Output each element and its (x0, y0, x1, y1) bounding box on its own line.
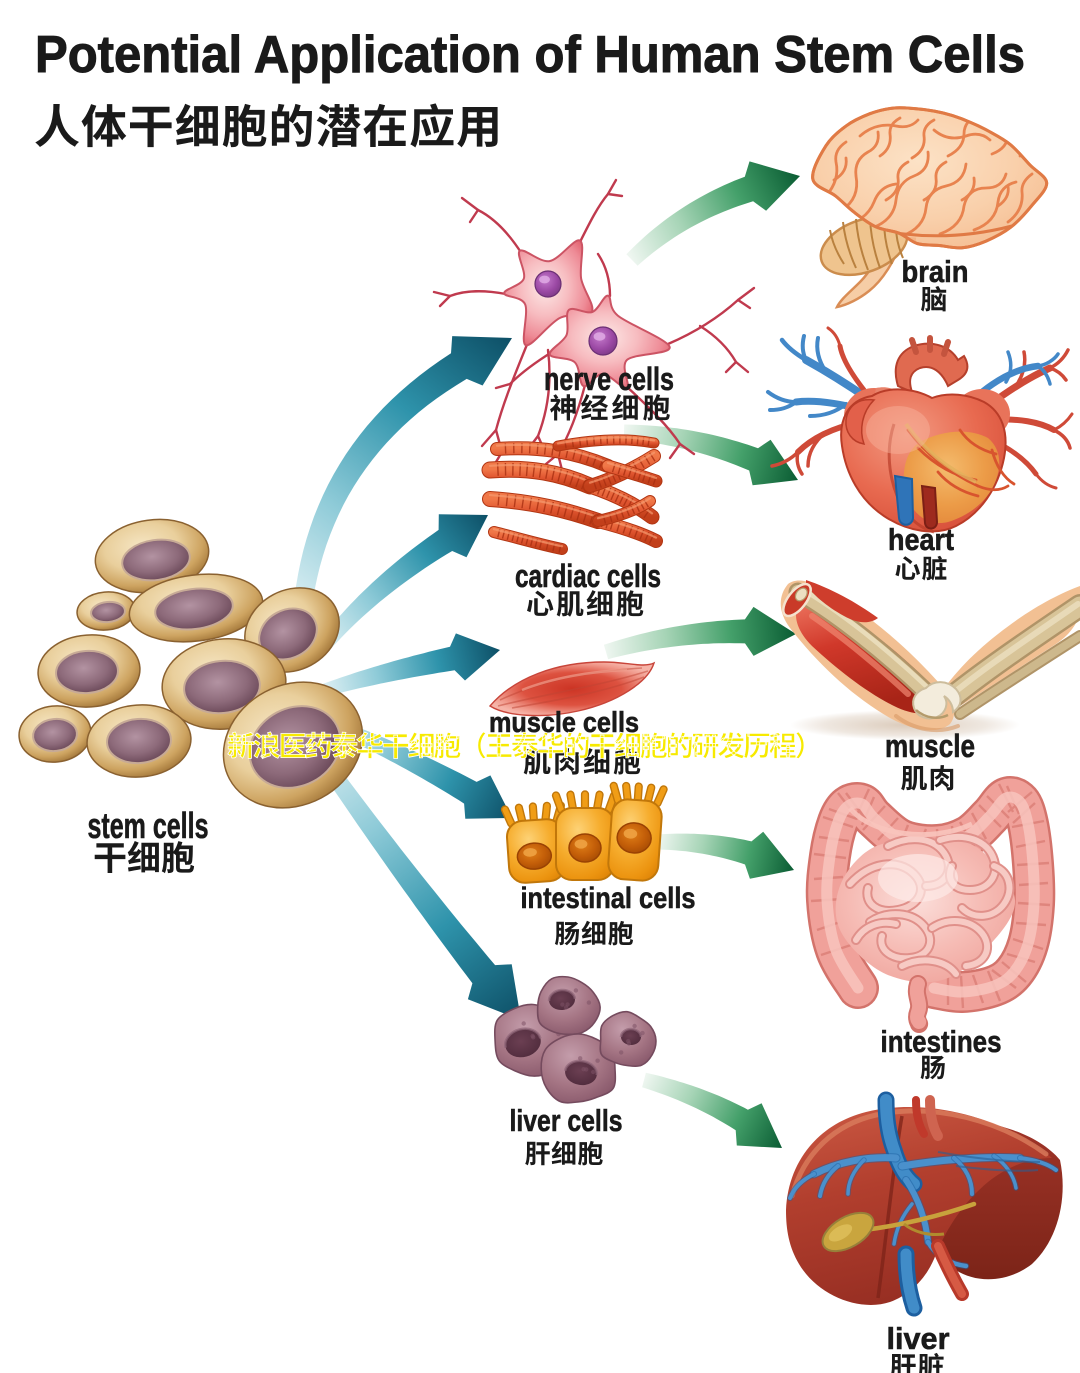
svg-text:muscle: muscle (885, 728, 975, 764)
svg-text:liver: liver (887, 1321, 950, 1356)
svg-text:intestinal cells: intestinal cells (521, 882, 696, 915)
svg-text:cardiac cells: cardiac cells (515, 558, 661, 594)
svg-text:stem cells: stem cells (88, 805, 209, 846)
svg-text:liver cells: liver cells (510, 1103, 623, 1138)
svg-text:brain: brain (902, 254, 969, 289)
svg-text:Potential Application of Human: Potential Application of Human Stem Cell… (35, 26, 1025, 84)
svg-text:nerve cells: nerve cells (544, 361, 674, 397)
svg-text:heart: heart (888, 522, 954, 557)
svg-text:intestines: intestines (881, 1024, 1002, 1059)
svg-text:muscle cells: muscle cells (489, 707, 639, 739)
